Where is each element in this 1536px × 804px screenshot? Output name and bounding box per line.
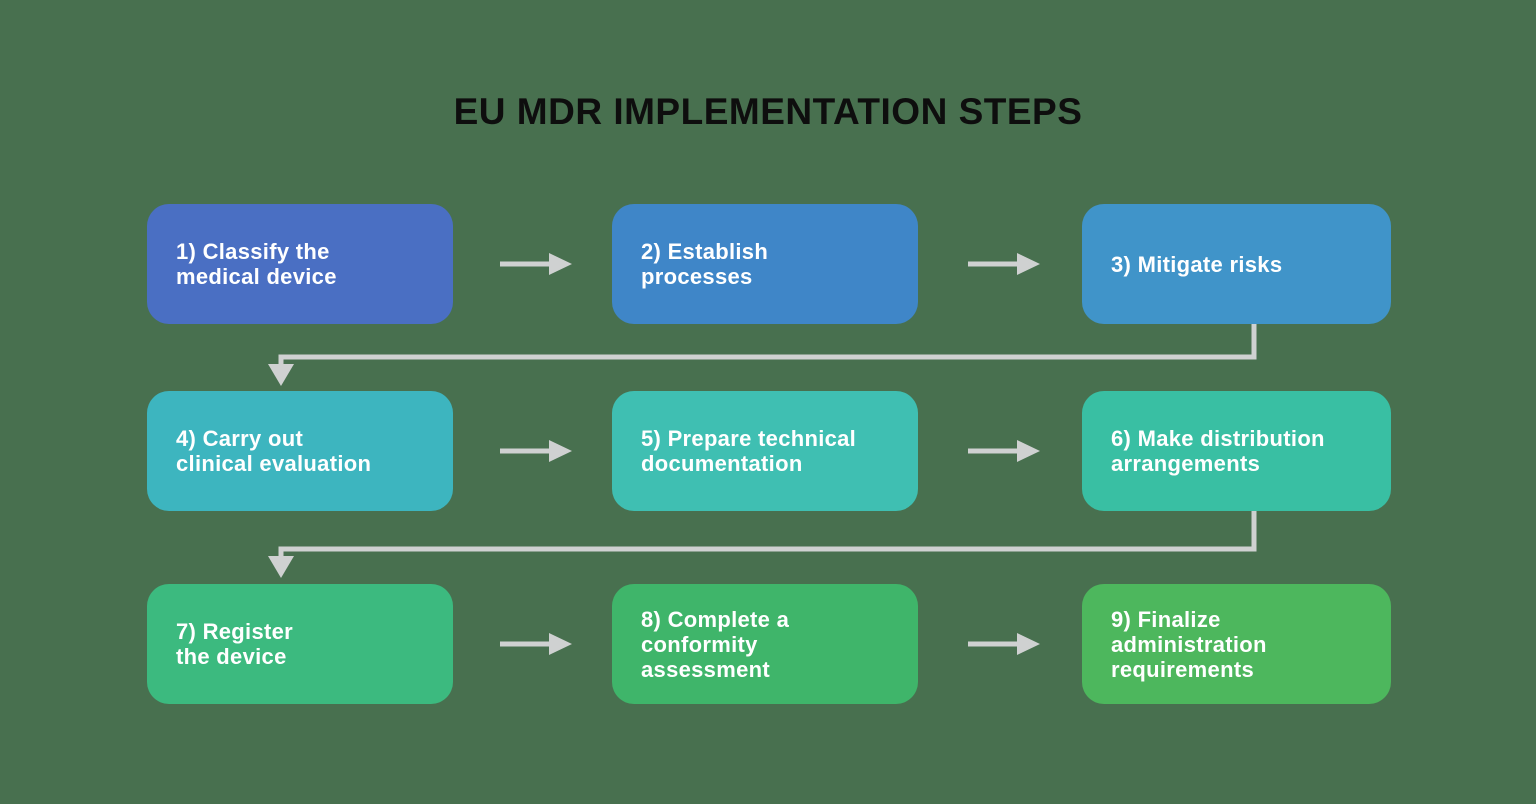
connector-step3-to-step4 — [268, 324, 1257, 386]
step-box-9: 9) Finalize administration requirements — [1082, 584, 1391, 704]
step-box-1: 1) Classify the medical device — [147, 204, 453, 324]
step-label-7: 7) Register the device — [176, 619, 294, 669]
step-label-4: 4) Carry out clinical evaluation — [176, 426, 372, 476]
step-box-8: 8) Complete a conformity assessment — [612, 584, 918, 704]
step-label-5: 5) Prepare technical documentation — [641, 426, 857, 476]
step-label-2: 2) Establish processes — [641, 239, 769, 289]
arrow-step8-to-step9 — [968, 633, 1040, 655]
step-box-5: 5) Prepare technical documentation — [612, 391, 918, 511]
arrow-step5-to-step6 — [968, 440, 1040, 462]
step-box-6: 6) Make distribution arrangements — [1082, 391, 1391, 511]
arrow-step1-to-step2 — [500, 253, 572, 275]
step-label-1: 1) Classify the medical device — [176, 239, 337, 289]
connector-step6-to-step7 — [268, 511, 1257, 578]
arrow-step7-to-step8 — [500, 633, 572, 655]
diagram-title: EU MDR IMPLEMENTATION STEPS — [453, 91, 1083, 132]
step-label-6: 6) Make distribution arrangements — [1111, 426, 1325, 476]
step-box-4: 4) Carry out clinical evaluation — [147, 391, 453, 511]
step-box-7: 7) Register the device — [147, 584, 453, 704]
step-label-8: 8) Complete a conformity assessment — [641, 606, 790, 682]
step-label-3: 3) Mitigate risks — [1111, 251, 1283, 277]
step-label-9: 9) Finalize administration requirements — [1111, 606, 1267, 682]
arrow-step4-to-step5 — [500, 440, 572, 462]
step-box-2: 2) Establish processes — [612, 204, 918, 324]
arrow-step2-to-step3 — [968, 253, 1040, 275]
step-box-3: 3) Mitigate risks — [1082, 204, 1391, 324]
